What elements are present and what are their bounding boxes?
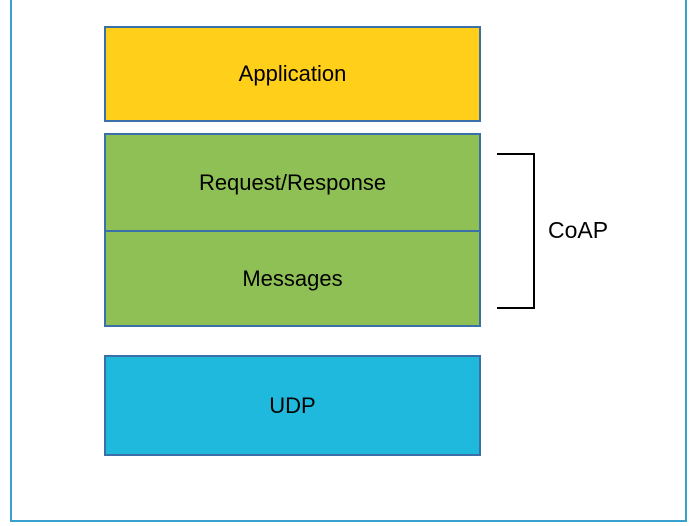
canvas-border-left [10, 0, 12, 522]
layer-box-application: Application [104, 26, 481, 122]
canvas-border-bottom [10, 520, 687, 522]
bracket-arm-top [497, 153, 535, 155]
layer-label-udp: UDP [269, 392, 316, 418]
layer-label-messages: Messages [242, 265, 343, 291]
layer-box-messages: Messages [104, 231, 481, 327]
layer-box-request-response: Request/Response [104, 133, 481, 231]
layer-box-udp: UDP [104, 355, 481, 456]
bracket-spine [533, 153, 535, 309]
canvas-border-right [685, 0, 687, 522]
layer-label-request-response: Request/Response [198, 169, 387, 195]
bracket-arm-bottom [497, 307, 535, 309]
coap-group-bracket-icon [497, 153, 535, 309]
coap-group-label: CoAP [548, 217, 609, 243]
layer-label-application: Application [238, 61, 347, 86]
